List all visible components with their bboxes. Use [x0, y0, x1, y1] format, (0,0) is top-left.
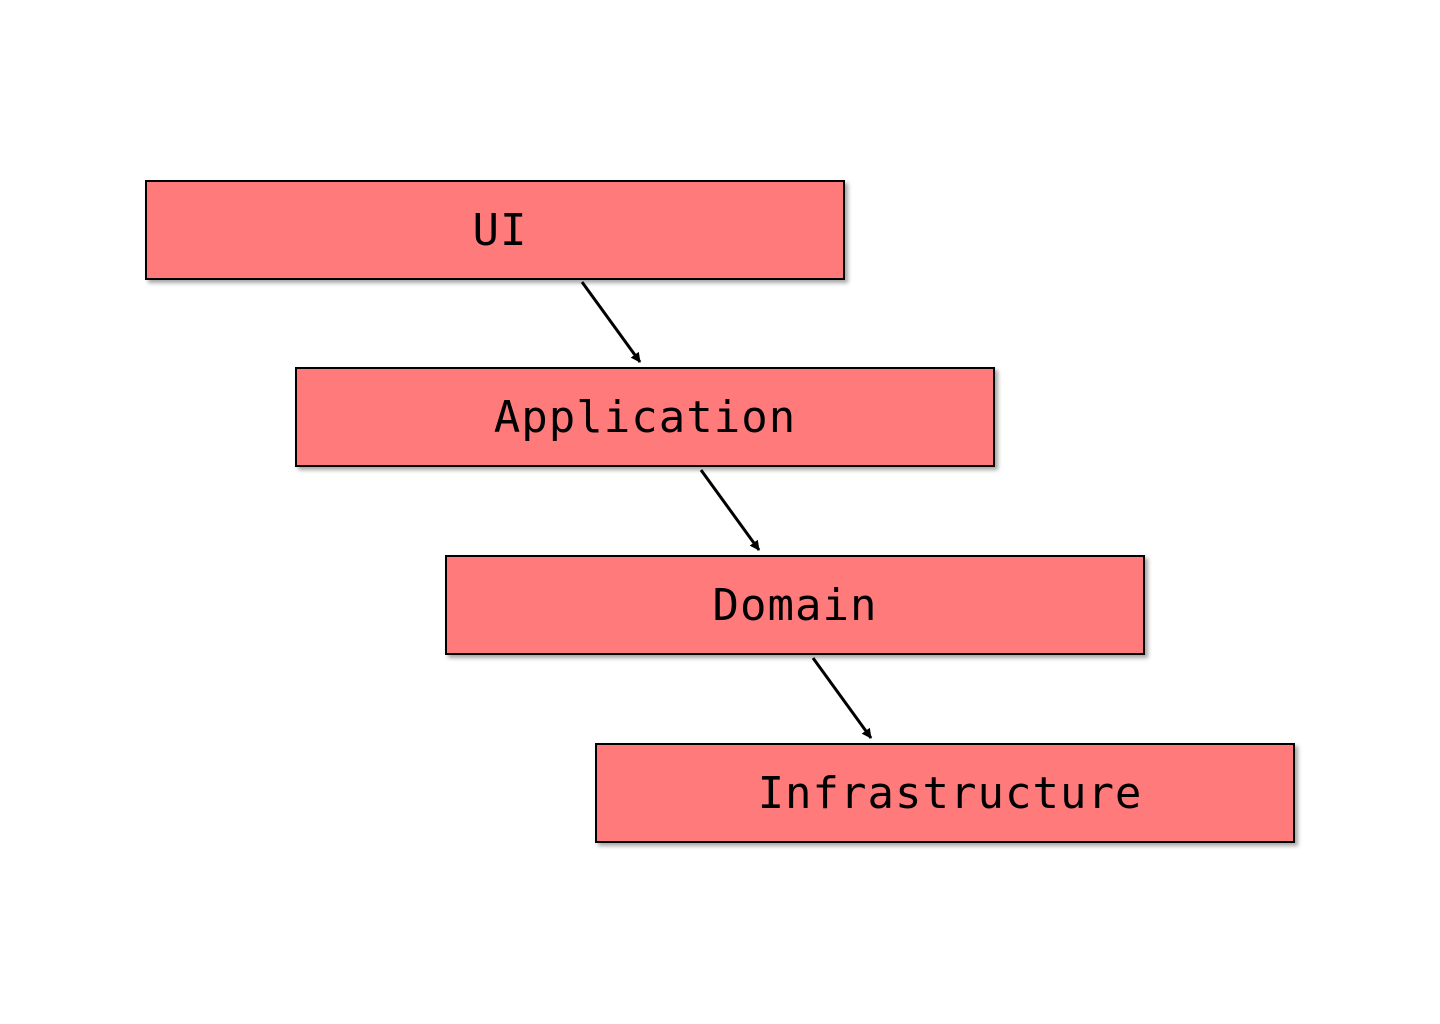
arrow-ui-to-application — [580, 281, 642, 363]
layer-label-application: Application — [493, 391, 797, 443]
layer-box-domain: Domain — [445, 555, 1145, 655]
arrow-application-to-domain — [699, 469, 761, 551]
layer-label-ui: UI — [472, 204, 528, 256]
layer-box-ui: UI — [145, 180, 845, 280]
arrow-domain-to-infrastructure — [811, 657, 873, 739]
layer-box-application: Application — [295, 367, 995, 467]
layer-label-domain: Domain — [712, 579, 878, 631]
layer-box-infrastructure: Infrastructure — [595, 743, 1295, 843]
layer-label-infrastructure: Infrastructure — [757, 767, 1143, 819]
